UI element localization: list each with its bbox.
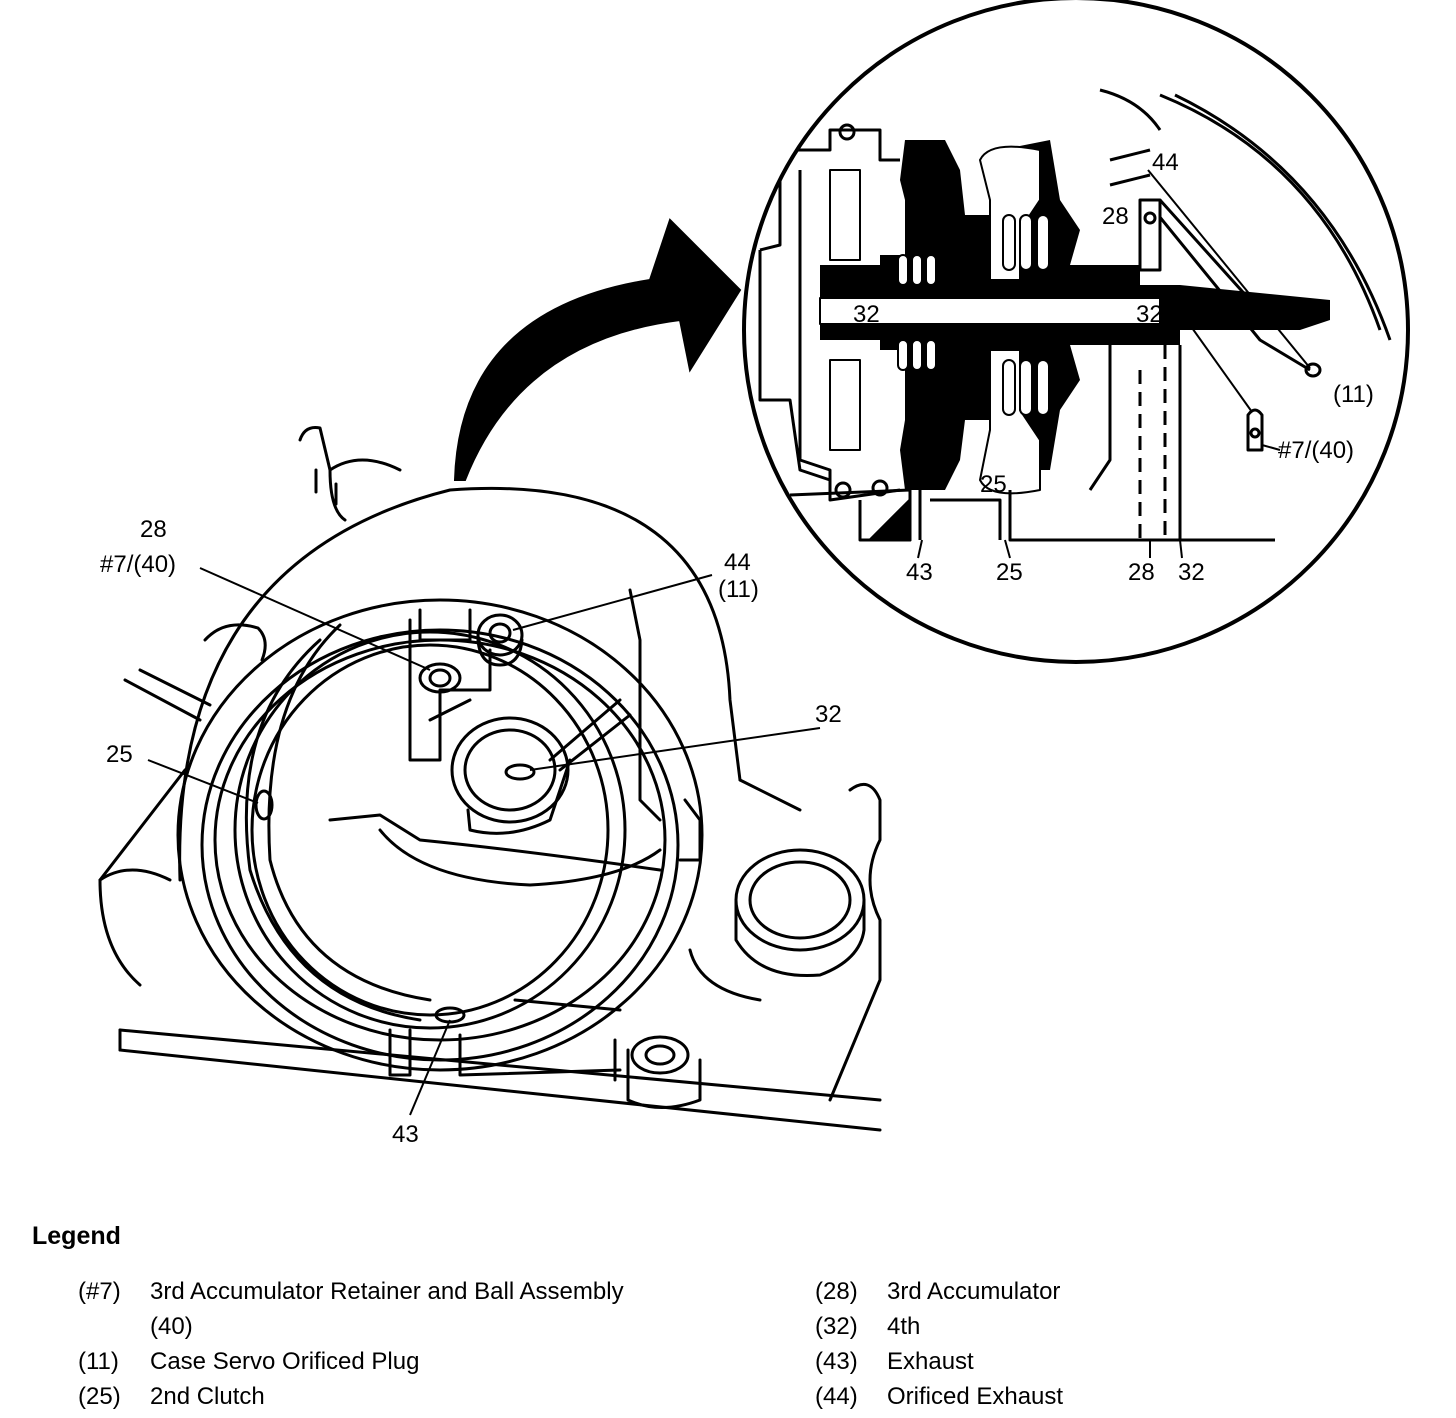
legend-item: (32) 4th xyxy=(815,1309,1375,1344)
detail-callout-32-left: 32 xyxy=(853,301,880,328)
transmission-case-drawing xyxy=(98,426,882,1132)
legend-code: (32) xyxy=(815,1313,858,1340)
detail-callout-7-40: #7/(40) xyxy=(1278,437,1354,464)
callout-28: 28 xyxy=(140,516,167,543)
detail-callout-25: 25 xyxy=(980,471,1007,498)
legend-item: (11) Case Servo Orificed Plug xyxy=(78,1344,638,1379)
legend-item: (44) Orificed Exhaust xyxy=(815,1379,1375,1414)
legend-item: (28) 3rd Accumulator xyxy=(815,1274,1375,1309)
legend-code: (44) xyxy=(815,1383,858,1410)
legend-left-column: (#7) 3rd Accumulator Retainer and Ball A… xyxy=(78,1274,638,1414)
legend-item: (#7) 3rd Accumulator Retainer and Ball A… xyxy=(78,1274,638,1344)
detail-callout-44: 44 xyxy=(1152,149,1179,176)
legend-description: 4th xyxy=(887,1313,921,1340)
legend-code: (28) xyxy=(815,1278,858,1305)
callout-43: 43 xyxy=(392,1121,419,1148)
legend-description: 3rd Accumulator Retainer and Ball Assemb… xyxy=(150,1278,624,1340)
callout-44: 44 xyxy=(724,549,751,576)
legend-item: (25) 2nd Clutch xyxy=(78,1379,638,1414)
leader-lines xyxy=(147,567,821,1116)
callout-11: (11) xyxy=(718,576,759,603)
legend-description: 3rd Accumulator xyxy=(887,1278,1061,1305)
detail-bottom-32: 32 xyxy=(1178,559,1205,586)
callout-32: 32 xyxy=(815,701,842,728)
detail-bottom-43: 43 xyxy=(906,559,933,586)
callout-7-40: #7/(40) xyxy=(100,551,176,578)
legend-title: Legend xyxy=(32,1222,121,1250)
legend-description: Exhaust xyxy=(887,1348,974,1375)
zoom-arrow xyxy=(453,218,742,481)
legend-code: (#7) xyxy=(78,1278,121,1305)
legend-item: (43) Exhaust xyxy=(815,1344,1375,1379)
legend-description: Case Servo Orificed Plug xyxy=(150,1348,420,1375)
legend-description: Orificed Exhaust xyxy=(887,1383,1064,1410)
legend-code: (11) xyxy=(78,1348,119,1375)
detail-bottom-28: 28 xyxy=(1128,559,1155,586)
legend-description: 2nd Clutch xyxy=(150,1383,265,1410)
detail-bottom-25: 25 xyxy=(996,559,1023,586)
detail-view xyxy=(742,0,1410,664)
detail-callout-28: 28 xyxy=(1102,203,1129,230)
detail-callout-32-right: 32 xyxy=(1136,301,1163,328)
legend-code: (43) xyxy=(815,1348,858,1375)
callout-25: 25 xyxy=(106,741,133,768)
transmission-diagram: 28 #7/(40) 44 (11) 32 25 43 44 28 32 32 … xyxy=(98,0,1410,1148)
legend-right-column: (28) 3rd Accumulator (32) 4th (43) Exhau… xyxy=(815,1274,1375,1414)
legend-code: (25) xyxy=(78,1383,121,1410)
detail-callout-11: (11) xyxy=(1333,381,1374,408)
